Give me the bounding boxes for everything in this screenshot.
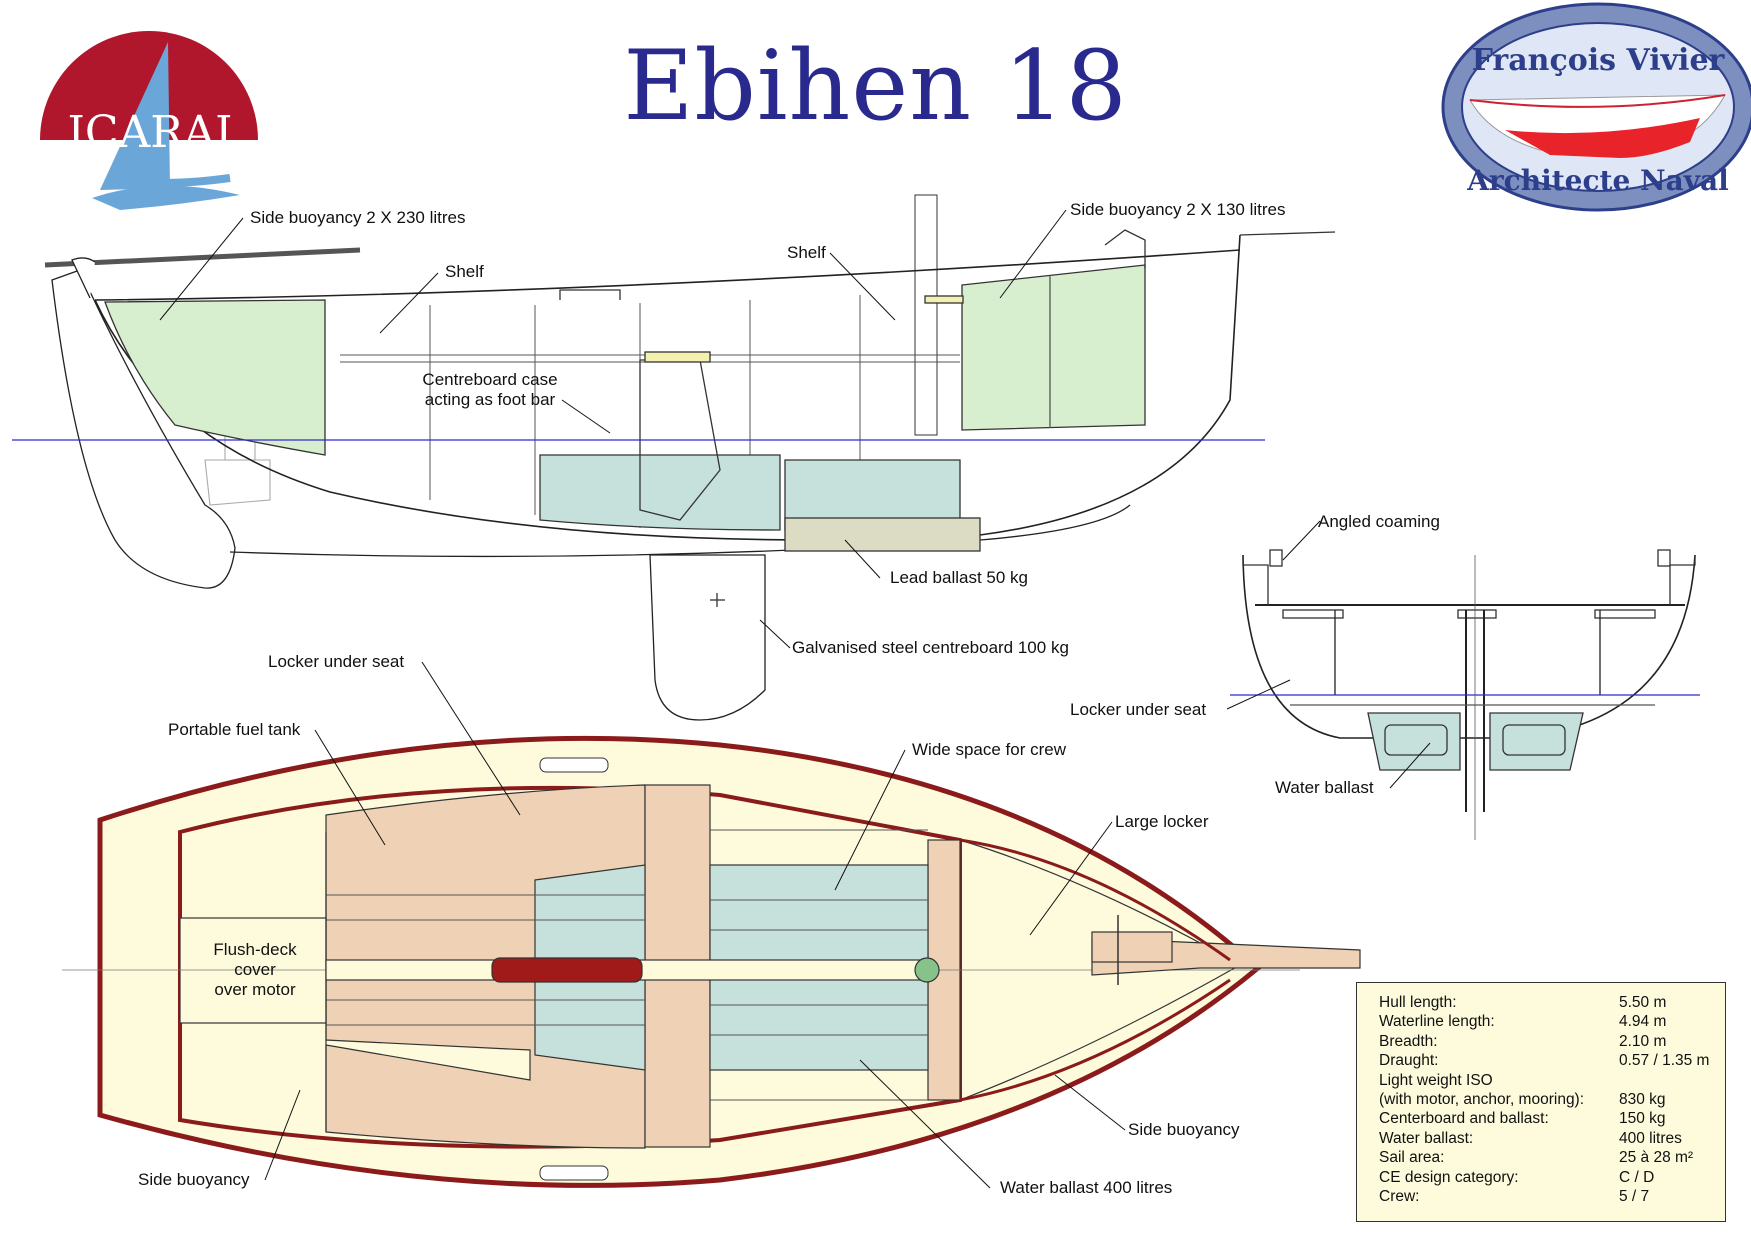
section-water-ballast-left (1367, 712, 1461, 771)
label-section-water-ballast: Water ballast (1275, 778, 1374, 797)
label-centreboard-case-line1: Centreboard case (422, 370, 558, 389)
mast-step (914, 957, 940, 983)
tiller (44, 247, 361, 268)
spec-value: 830 kg (1619, 1091, 1666, 1109)
spec-value: 150 kg (1619, 1110, 1666, 1128)
plan-view (62, 735, 1361, 1188)
spec-value: 2.10 m (1619, 1032, 1667, 1050)
spec-row: CE design category: C / D (1379, 1168, 1713, 1187)
label-side-buoyancy-fwd: Side buoyancy 2 X 130 litres (1070, 200, 1286, 219)
specifications-table: Hull length: 5.50 m Waterline length: 4.94 … (1356, 982, 1726, 1222)
buoyancy-aft (104, 299, 326, 456)
centreboard-case-top (491, 957, 643, 983)
label-centreboard: Galvanised steel centreboard 100 kg (792, 638, 1069, 657)
spec-row: Light weight ISO (1379, 1071, 1713, 1090)
spec-value (1619, 1071, 1713, 1090)
label-flush-deck-line1: Flush-deck (213, 940, 297, 959)
label-flush-deck-line3: over motor (214, 980, 296, 999)
spec-row: Centerboard and ballast: 150 kg (1379, 1109, 1713, 1128)
leader-lines (159, 209, 1431, 1189)
water-ballast-tank-aft (539, 454, 781, 531)
spec-label: Light weight ISO (1379, 1071, 1493, 1089)
label-centreboard-case: Centreboard case acting as foot bar (410, 370, 570, 410)
label-plan-locker: Locker under seat (268, 652, 405, 671)
spec-row: Water ballast: 400 litres (1379, 1129, 1713, 1148)
spec-row: Crew: 5 / 7 (1379, 1187, 1713, 1206)
section-hull (1242, 554, 1696, 739)
spec-label: CE design category: (1379, 1168, 1519, 1186)
section-water-ballast-right (1489, 712, 1584, 771)
page-title: Ebihen 18 (623, 30, 1128, 142)
label-section-locker: Locker under seat (1070, 700, 1207, 719)
centreboard (649, 554, 766, 721)
label-shelf-aft: Shelf (445, 262, 484, 281)
sheer-line (94, 249, 1241, 301)
vivier-logo: François Vivier Architecte Naval (1441, 2, 1751, 212)
label-angled-coaming: Angled coaming (1318, 512, 1440, 531)
spec-label: Breadth: (1379, 1032, 1438, 1050)
label-flush-deck-line2: cover (234, 960, 276, 979)
flush-deck-cover (179, 917, 327, 1024)
spec-label: Draught: (1379, 1052, 1439, 1070)
label-water-ballast-plan: Water ballast 400 litres (1000, 1178, 1173, 1197)
spec-value: 400 litres (1619, 1129, 1682, 1147)
label-shelf-fwd: Shelf (787, 243, 826, 262)
label-side-buoyancy-right: Side buoyancy (1128, 1120, 1240, 1139)
spec-row: Sail area: 25 à 28 m² (1379, 1148, 1713, 1167)
buoyancy-fwd (961, 264, 1146, 431)
label-centreboard-case-line2: acting as foot bar (424, 390, 556, 409)
icarai-logo: ICARAI (40, 31, 258, 210)
spec-row: Hull length: 5.50 m (1379, 993, 1713, 1012)
spec-row: Draught: 0.57 / 1.35 m (1379, 1051, 1713, 1070)
label-wide-space: Wide space for crew (912, 740, 1066, 759)
spec-row: (with motor, anchor, mooring): 830 kg (1379, 1090, 1713, 1109)
rudder (51, 269, 236, 589)
label-side-buoyancy-aft: Side buoyancy 2 X 230 litres (250, 208, 466, 227)
spec-value: 4.94 m (1619, 1013, 1667, 1031)
spec-label: Sail area: (1379, 1149, 1445, 1167)
label-large-locker: Large locker (1115, 812, 1209, 831)
label-flush-deck: Flush-deck cover over motor (190, 940, 320, 1000)
spec-value: 25 à 28 m² (1619, 1149, 1694, 1167)
spec-value: 0.57 / 1.35 m (1619, 1052, 1710, 1070)
label-side-buoyancy-left: Side buoyancy (138, 1170, 250, 1189)
side-profile (12, 194, 1336, 721)
icarai-logo-text: ICARAI (67, 107, 232, 158)
vivier-logo-bottom-text: Architecte Naval (1466, 164, 1729, 197)
spec-value: 5.50 m (1619, 994, 1667, 1011)
mast (914, 194, 938, 436)
lead-ballast (784, 517, 981, 552)
spec-value: C / D (1619, 1168, 1655, 1186)
spec-label: Water ballast: (1379, 1129, 1474, 1147)
hull-bottom (94, 234, 1241, 541)
spec-row: Breadth: 2.10 m (1379, 1032, 1713, 1051)
spec-row: Waterline length: 4.94 m (1379, 1012, 1713, 1031)
spec-label: (with motor, anchor, mooring): (1379, 1091, 1585, 1109)
label-lead-ballast: Lead ballast 50 kg (890, 568, 1028, 587)
label-fuel-tank: Portable fuel tank (168, 720, 301, 739)
cross-section (1230, 549, 1700, 840)
spec-label: Crew: (1379, 1188, 1420, 1206)
spec-label: Hull length: (1379, 994, 1457, 1011)
spec-label: Waterline length: (1379, 1013, 1495, 1031)
spec-label: Centerboard and ballast: (1379, 1110, 1549, 1128)
sail-shape (100, 42, 170, 190)
spec-value: 5 / 7 (1619, 1188, 1650, 1206)
vivier-logo-top-text: François Vivier (1472, 43, 1726, 78)
